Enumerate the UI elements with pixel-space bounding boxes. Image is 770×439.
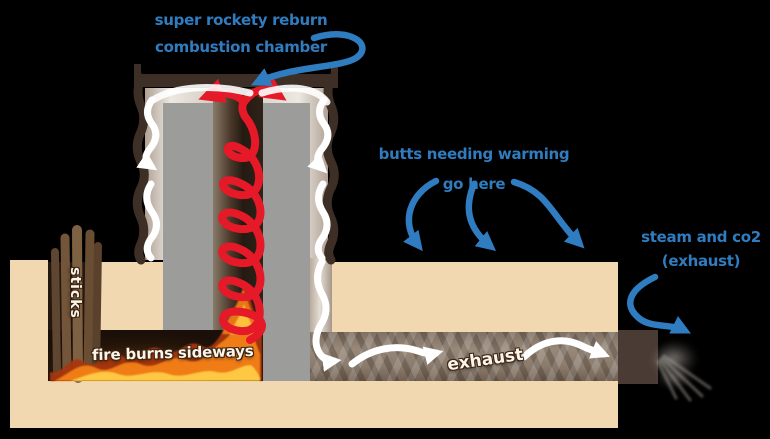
barrel-top-left-tab [134, 64, 141, 88]
bench-top-block [332, 262, 618, 332]
exhaust-outlet-annotation-line1: steam and co2 [641, 228, 761, 246]
bench-annotation-line2: go here [442, 175, 506, 193]
combustion-chamber-annotation-line1: super rockety reburn [154, 11, 328, 29]
barrel-top [136, 74, 336, 87]
steam-exhaust-arrow [627, 273, 691, 334]
combustion-chamber-annotation-line2: combustion chamber [155, 38, 327, 56]
mid-masonry-block [100, 262, 163, 332]
combustion-chamber-annotation: super rockety reburn combustion chamber [110, 7, 372, 61]
bench-base-slab [10, 381, 618, 428]
riser-right-wall [263, 103, 310, 381]
barrel-top-right-tab [331, 64, 338, 88]
steam-puff-small [655, 365, 710, 405]
bench-annotation-line1: butts needing warming [378, 145, 570, 163]
heat-riser-channel [213, 88, 263, 332]
barrel-right-wall [322, 73, 339, 265]
downdraft-channel [310, 258, 332, 334]
exhaust-outlet-annotation: steam and co2 (exhaust) [631, 225, 770, 273]
barrel-left-wall [132, 73, 149, 265]
sticks-label: sticks [67, 267, 83, 319]
riser-left-wall [163, 103, 213, 332]
exhaust-outlet-annotation-line2: (exhaust) [661, 252, 741, 270]
bench-annotation: butts needing warming go here [354, 139, 594, 199]
